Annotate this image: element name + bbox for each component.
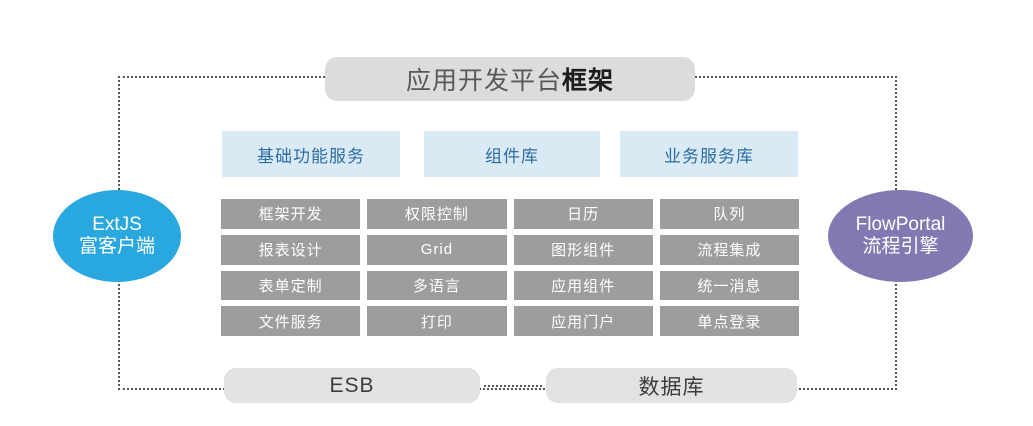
feature-cell[interactable]: 多语言 bbox=[367, 270, 507, 301]
feature-grid: 框架开发 权限控制 日历 队列 报表设计 Grid 图形组件 流程集成 表单定制… bbox=[221, 199, 799, 336]
node-flowportal-title: FlowPortal bbox=[855, 213, 946, 235]
feature-cell[interactable]: 应用门户 bbox=[513, 306, 653, 336]
bottom-node-label: 数据库 bbox=[638, 375, 705, 399]
feature-cell[interactable]: 打印 bbox=[367, 306, 507, 336]
page-title: 应用开发平台框架 bbox=[325, 57, 695, 101]
feature-cell[interactable]: 表单定制 bbox=[221, 270, 361, 301]
category-header-label: 基础功能服务 bbox=[257, 146, 365, 166]
category-header-basic-services[interactable]: 基础功能服务 bbox=[222, 131, 400, 177]
feature-cell[interactable]: 统一消息 bbox=[659, 270, 799, 301]
category-header-label: 组件库 bbox=[485, 146, 539, 166]
bottom-node-esb[interactable]: ESB bbox=[224, 368, 480, 403]
feature-cell[interactable]: Grid bbox=[367, 234, 507, 265]
feature-cell[interactable]: 报表设计 bbox=[221, 234, 361, 265]
feature-cell[interactable]: 文件服务 bbox=[221, 306, 361, 336]
node-extjs-title: ExtJS bbox=[92, 213, 142, 235]
page-title-light: 应用开发平台 bbox=[405, 67, 562, 95]
bottom-node-database[interactable]: 数据库 bbox=[546, 368, 797, 403]
node-flowportal-engine[interactable]: FlowPortal 流程引擎 bbox=[828, 190, 973, 282]
feature-cell[interactable]: 框架开发 bbox=[221, 199, 361, 229]
node-extjs-rich-client[interactable]: ExtJS 富客户端 bbox=[53, 190, 181, 282]
esb-database-connector bbox=[484, 385, 542, 387]
bottom-node-label: ESB bbox=[329, 373, 375, 397]
feature-cell[interactable]: 应用组件 bbox=[513, 270, 653, 301]
feature-cell[interactable]: 日历 bbox=[513, 199, 653, 229]
feature-cell[interactable]: 流程集成 bbox=[659, 234, 799, 265]
category-header-component-library[interactable]: 组件库 bbox=[424, 131, 600, 177]
category-header-business-service-library[interactable]: 业务服务库 bbox=[620, 131, 798, 177]
page-title-bold: 框架 bbox=[562, 67, 615, 95]
category-header-label: 业务服务库 bbox=[664, 146, 754, 166]
feature-cell[interactable]: 图形组件 bbox=[513, 234, 653, 265]
feature-cell[interactable]: 队列 bbox=[659, 199, 799, 229]
feature-cell[interactable]: 单点登录 bbox=[659, 306, 799, 336]
node-extjs-subtitle: 富客户端 bbox=[78, 236, 155, 257]
feature-cell[interactable]: 权限控制 bbox=[367, 199, 507, 229]
node-flowportal-subtitle: 流程引擎 bbox=[862, 236, 939, 257]
